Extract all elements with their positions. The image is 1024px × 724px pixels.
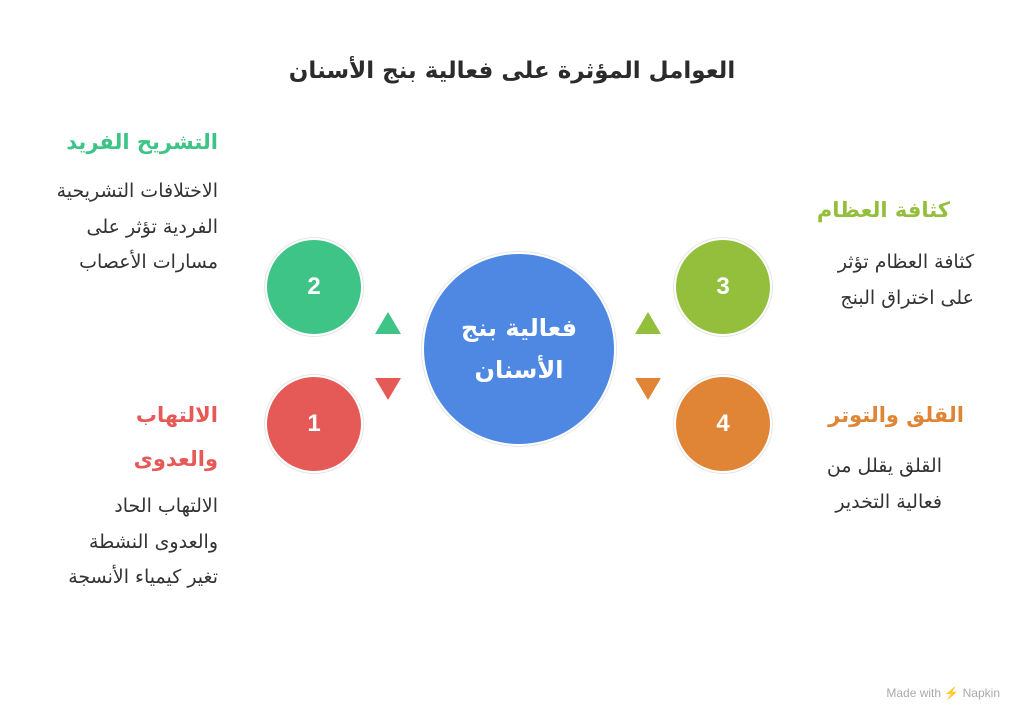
factor-4-circle: 4 bbox=[676, 377, 770, 471]
factor-1-body: الالتهاب الحاد والعدوى النشطة تغير كيميا… bbox=[68, 495, 218, 588]
factor-4-number: 4 bbox=[716, 410, 730, 437]
factor-4-body: القلق يقلل من فعالية التخدير bbox=[826, 455, 942, 513]
factor-4-heading: القلق والتوتر bbox=[828, 403, 964, 427]
factor-2-number: 2 bbox=[307, 273, 321, 300]
arrow-up-icon bbox=[375, 312, 401, 334]
factor-3-body: كثافة العظام تؤثر على اختراق البنج bbox=[837, 251, 974, 309]
arrow-down-icon bbox=[375, 378, 401, 400]
factor-3-circle: 3 bbox=[676, 240, 770, 334]
factor-3-number: 3 bbox=[716, 273, 730, 300]
factor-2-circle: 2 bbox=[267, 240, 361, 334]
factor-3-heading: كثافة العظام bbox=[816, 198, 950, 222]
diagram-title: العوامل المؤثرة على فعالية بنج الأسنان bbox=[288, 58, 736, 84]
center-circle: فعالية بنج الأسنان bbox=[424, 254, 614, 444]
arrow-down-icon bbox=[635, 378, 661, 400]
factor-2-heading: التشريح الفريد bbox=[66, 130, 218, 154]
center-label: فعالية بنج الأسنان bbox=[460, 314, 578, 384]
arrow-up-icon bbox=[635, 312, 661, 334]
factor-1-number: 1 bbox=[307, 410, 321, 437]
napkin-watermark: Made with ⚡ Napkin bbox=[886, 686, 1000, 700]
factor-1-heading: الالتهاب والعدوى bbox=[133, 403, 218, 471]
factor-2-body: الاختلافات التشريحية الفردية تؤثر على مس… bbox=[56, 180, 218, 273]
factor-1-circle: 1 bbox=[267, 377, 361, 471]
